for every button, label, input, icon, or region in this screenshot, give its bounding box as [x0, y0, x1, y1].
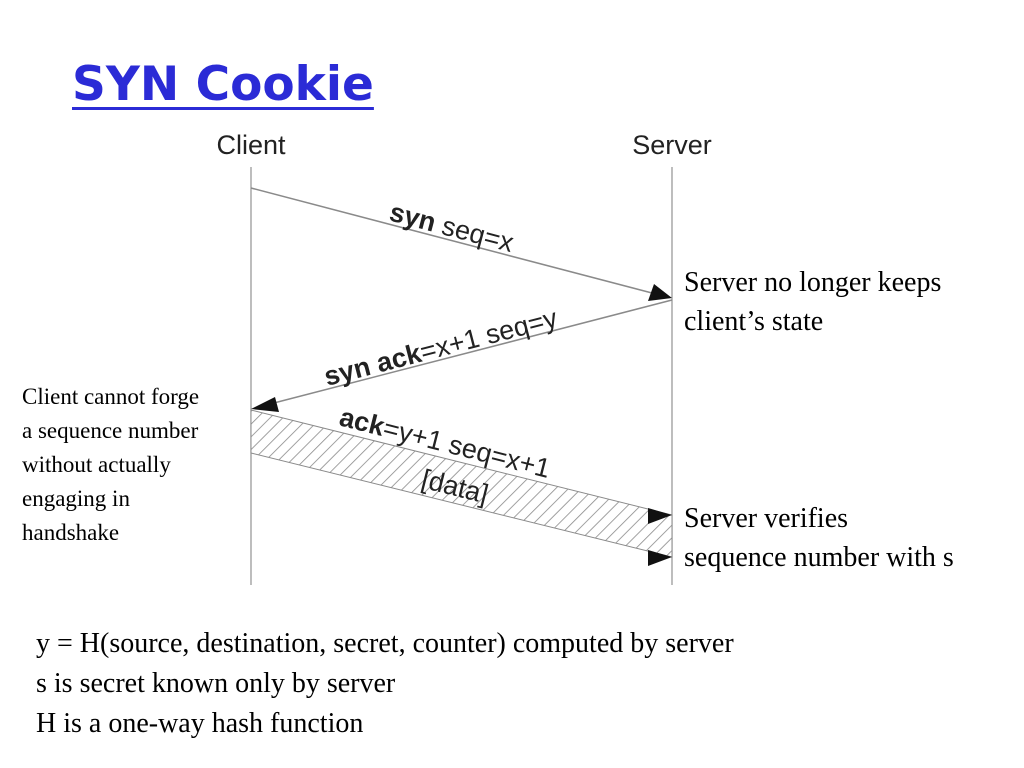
- server-verify-note: Server verifies sequence number with s: [684, 503, 954, 573]
- footer-line-hash-definition: y = H(source, destination, secret, count…: [36, 628, 734, 659]
- syn-message-label: syn seq=x: [386, 197, 517, 258]
- syn-ack-arrow-line: [269, 299, 673, 405]
- syn-ack-message-label: syn ack=x+1 seq=y: [321, 303, 561, 392]
- syn-ack-seq-text: =x+1 seq=y: [417, 303, 561, 367]
- syn-keyword: syn: [386, 197, 439, 238]
- syn-ack-syn-keyword: syn: [321, 349, 381, 392]
- slide-title: SYN Cookie: [72, 57, 374, 112]
- client-forge-note: Client cannot forge a sequence number wi…: [22, 384, 200, 545]
- data-arrowhead: [648, 550, 672, 566]
- server-state-note: Server no longer keeps client’s state: [684, 267, 942, 337]
- ack-arrowhead: [648, 508, 672, 524]
- syn-seq-text: seq=x: [431, 209, 517, 259]
- footer-line-secret: s is secret known only by server: [36, 668, 396, 699]
- syn-arrow-line: [250, 187, 653, 294]
- syn-ack-arrowhead: [251, 397, 279, 412]
- client-label: Client: [216, 130, 286, 160]
- footer-notes: y = H(source, destination, secret, count…: [36, 624, 734, 744]
- server-label: Server: [632, 130, 712, 160]
- footer-line-hash-function: H is a one-way hash function: [36, 708, 364, 739]
- syn-arrowhead: [648, 284, 672, 301]
